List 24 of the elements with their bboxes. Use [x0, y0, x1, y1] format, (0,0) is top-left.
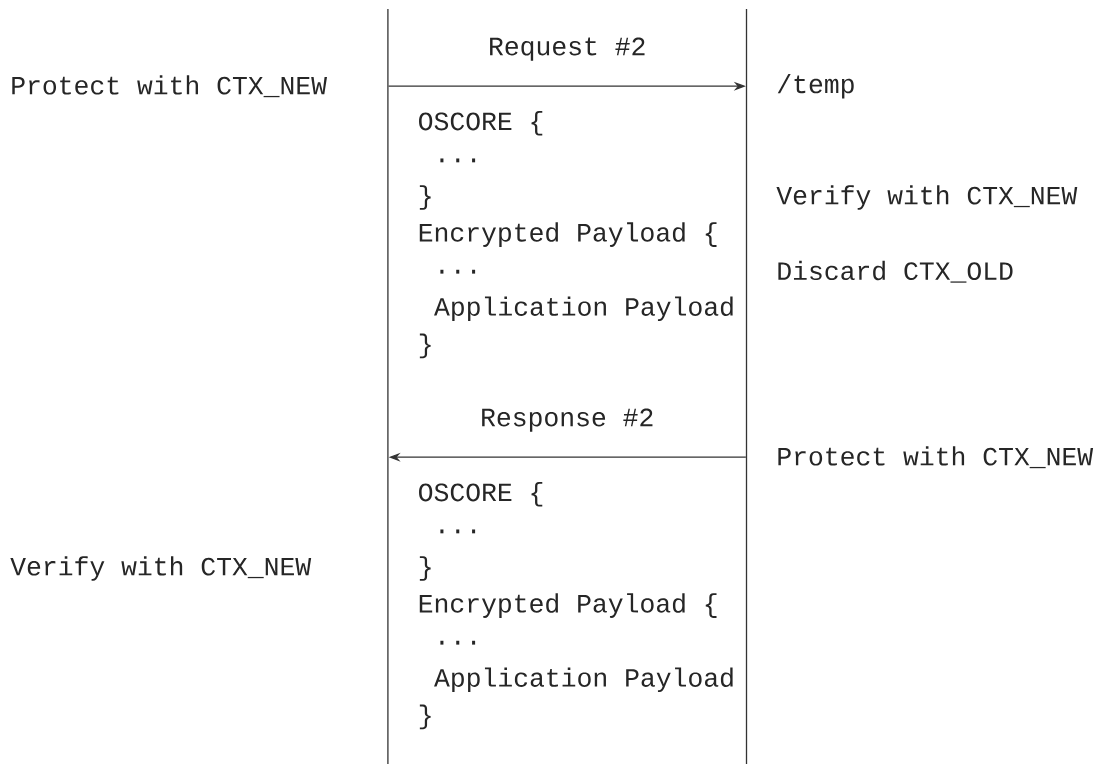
note-text: OSCORE { [419, 482, 543, 507]
note-text: OSCORE { [419, 111, 543, 136]
note-text: Protect with CTX_NEW [778, 446, 1094, 469]
note-text: Encrypted Payload { [419, 222, 717, 247]
lifeline [387, 8, 389, 765]
note-text: } [419, 704, 431, 730]
note-text: } [419, 333, 431, 359]
lifeline [745, 8, 748, 765]
note-text: ... [440, 640, 476, 645]
note-text: ... [440, 529, 476, 534]
note-text: ... [440, 158, 476, 163]
note-text: Application Payload [434, 296, 733, 322]
note-text: /temp [777, 73, 854, 99]
note-text: } [419, 556, 431, 581]
edge-label: Request #2 [490, 37, 645, 61]
note-text: Encrypted Payload { [419, 593, 717, 618]
note-text: } [419, 185, 431, 210]
note-text: Verify with CTX_NEW [10, 556, 312, 581]
edge-label: Response #2 [482, 408, 653, 432]
note-text: Application Payload [434, 667, 733, 693]
note-text: ... [440, 269, 476, 274]
note-text: Discard CTX_OLD [778, 260, 1013, 283]
note-text: Verify with CTX_NEW [776, 185, 1078, 210]
note-text: Protect with CTX_NEW [12, 75, 327, 98]
